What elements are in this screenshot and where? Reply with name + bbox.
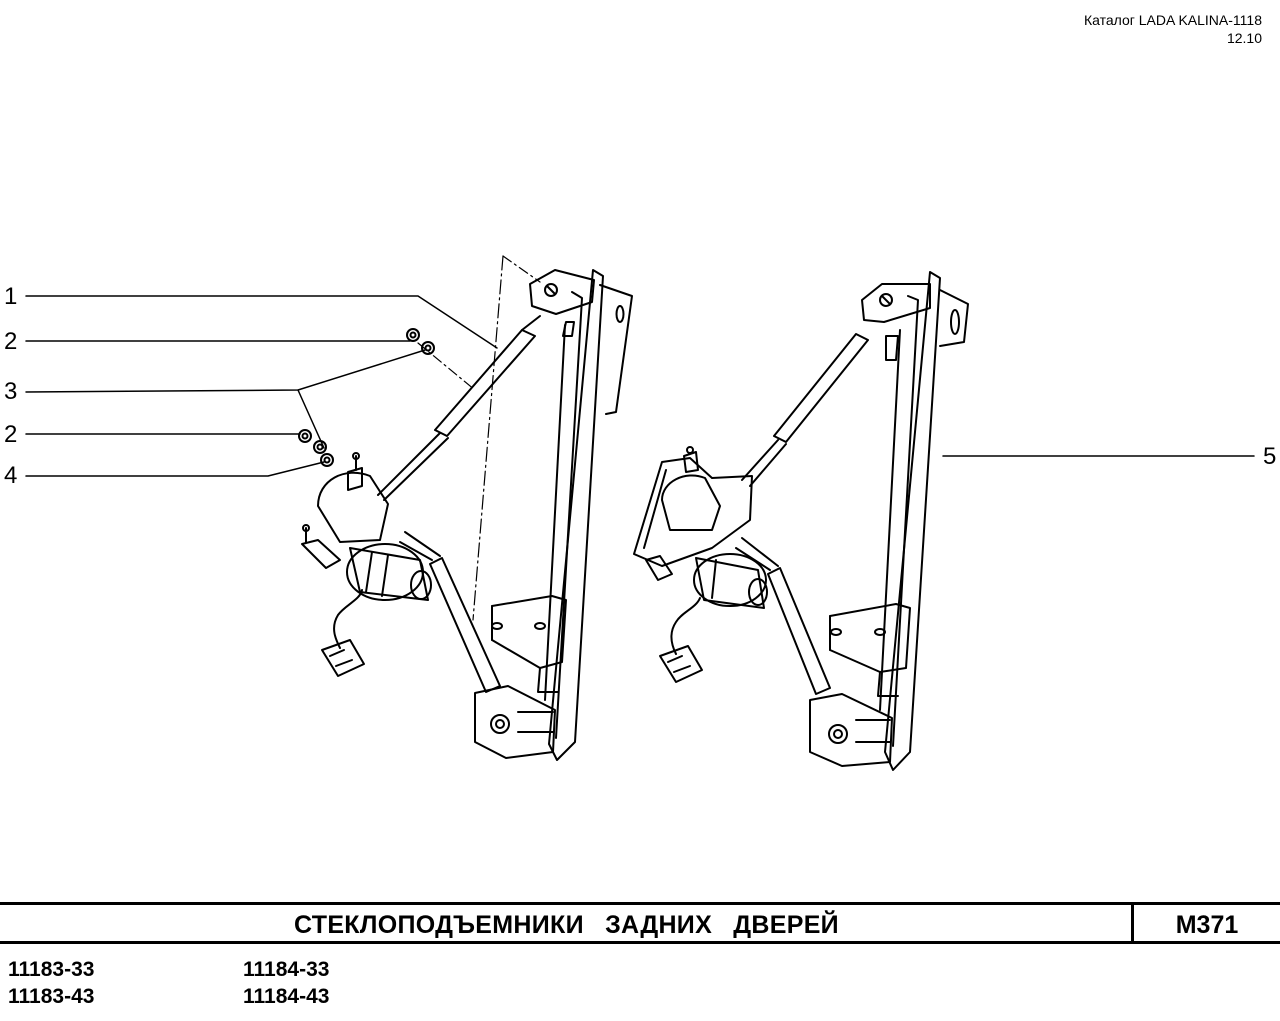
callout-2b: 2 [4, 421, 18, 448]
model-code: 11184-43 [243, 985, 330, 1008]
centerline [472, 255, 504, 621]
title-bar: СТЕКЛОПОДЪЕМНИКИ ЗАДНИХ ДВЕРЕЙ M371 [0, 902, 1280, 944]
callout-2: 2 [4, 328, 18, 355]
leader-lines [25, 295, 1255, 477]
left-regulator [301, 269, 633, 761]
callout-3: 3 [4, 378, 18, 405]
callout-1: 1 [4, 283, 18, 310]
catalog-date: 12.10 [1226, 30, 1262, 46]
model-code: 11183-33 [8, 958, 95, 981]
title-divider [1131, 905, 1134, 941]
catalog-title: Каталог LADA KALINA-1118 [1083, 12, 1262, 28]
window-regulator-drawing [25, 255, 1255, 771]
model-code: 11184-33 [243, 958, 330, 981]
nut-icon [298, 328, 435, 467]
right-regulator [633, 271, 969, 771]
callout-4: 4 [4, 462, 18, 489]
callout-5: 5 [1263, 443, 1277, 470]
model-code: 11183-43 [8, 985, 95, 1008]
page-code: M371 [1175, 911, 1239, 939]
page-title: СТЕКЛОПОДЪЕМНИКИ ЗАДНИХ ДВЕРЕЙ [294, 911, 839, 939]
